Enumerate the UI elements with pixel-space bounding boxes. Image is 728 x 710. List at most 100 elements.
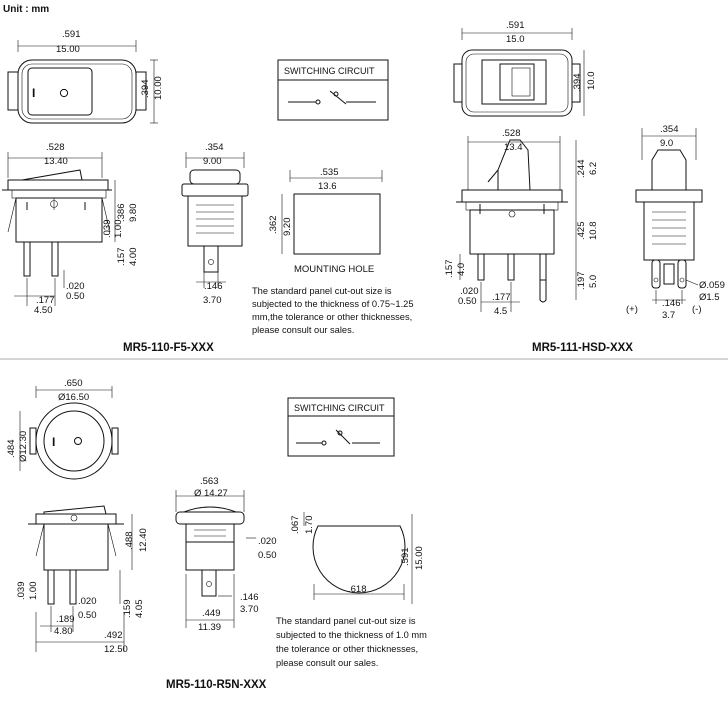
hsd-term-len-in: .157	[444, 260, 455, 279]
f5-pitch-in: .177	[36, 295, 55, 306]
f5-term-thick-in: .020	[66, 281, 85, 292]
r5n-on-symbol: I	[52, 435, 55, 449]
r5n-term-mm: 4.05	[134, 600, 145, 619]
note-top-line: The standard panel cut-out size is	[252, 286, 392, 296]
r5n-switching-circuit: SWITCHING CIRCUIT	[287, 397, 395, 457]
f5-term-thick-mm: 0.50	[66, 291, 85, 302]
hsd-term-width-mm: 3.7	[662, 310, 675, 321]
note-bottom-line: please consult our sales.	[276, 658, 378, 668]
hsd-pitch-in: .177	[492, 292, 511, 303]
hsd-actuator-mm: 6.2	[588, 162, 599, 175]
r5n-p1-in: .189	[56, 614, 75, 625]
f5-height-in: .394	[140, 80, 151, 99]
hsd-body-in: .528	[502, 128, 521, 139]
hsd-width-mm: 15.0	[506, 34, 525, 45]
hsd-term-thick-mm: 0.50	[458, 296, 477, 307]
hsd-term-width-in: .146	[662, 298, 681, 309]
note-bottom-line: the tolerance or other thicknesses,	[276, 644, 418, 654]
f5-side-view: .354 9.00 .146 3.70	[181, 142, 249, 306]
model-title-r5n: MR5-110-R5N-XXX	[166, 679, 267, 691]
r5n-p1-mm: 4.80	[54, 626, 73, 637]
hsd-term-len-mm: 4.0	[456, 263, 467, 276]
f5-flange-in: .039	[102, 220, 113, 239]
r5n-p2-in: .492	[104, 630, 123, 641]
f5-off-symbol	[59, 88, 69, 98]
r5n-tt-in: .020	[78, 596, 97, 607]
hsd-top-view: .591 15.0 .394 10.0	[453, 20, 597, 117]
note-bottom-line: The standard panel cut-out size is	[276, 616, 416, 626]
note-bottom-line: subjected to the thickness of 1.0 mm	[276, 630, 427, 640]
hsd-term-thick-in: .020	[460, 286, 479, 297]
circuit-title-bottom: SWITCHING CIRCUIT	[294, 403, 385, 413]
f5-side-in: .354	[205, 142, 224, 153]
note-top-line: please consult our sales.	[252, 325, 354, 335]
hsd-body-mm: 13.4	[504, 142, 523, 153]
r5n-tw-in: .146	[240, 592, 259, 603]
f5-on-symbol: I	[32, 86, 35, 100]
f5-width-mm: 15.00	[56, 44, 80, 55]
mh-height-in: .362	[268, 216, 279, 235]
hsd-front-view: .528 13.4 .244 6.2 .425 10.8 .197 5.0 .1…	[444, 128, 599, 317]
f5-top-view: I .591 15.00 .394 10.00	[7, 29, 164, 124]
hsd-side-in: .354	[660, 124, 679, 135]
hsd-hole-mm: Ø1.5	[699, 292, 720, 303]
f5-terminal-in: .157	[116, 248, 127, 267]
r5n-top-view: .650 Ø16.50 I .484 Ø12.30	[6, 378, 119, 480]
f5-term-width-mm: 3.70	[203, 295, 222, 306]
f5-side-mm: 9.00	[203, 156, 222, 167]
hsd-width-in: .591	[506, 20, 525, 31]
hsd-height-mm: 10.0	[586, 72, 597, 91]
hsd-actuator-in: .244	[576, 160, 587, 179]
hsd-body-h-mm: 10.8	[588, 222, 599, 241]
r5n-cut-in: .067	[290, 516, 301, 535]
f5-body-mm: 13.40	[44, 156, 68, 167]
f5-switching-circuit: SWITCHING CIRCUIT	[277, 59, 389, 121]
f5-height-total-in: .386	[116, 204, 127, 223]
note-top-line: subjected to the thickness of 0.75~1.25	[252, 299, 414, 309]
r5n-cut-mm: 1.70	[304, 516, 315, 535]
f5-height-mm: 10.00	[153, 76, 164, 100]
model-title-hsd: MR5-111-HSD-XXX	[532, 342, 633, 354]
mh-width-in: .535	[320, 167, 339, 178]
r5n-cd-mm: 15.00	[414, 546, 425, 570]
r5n-h-mm: Ø12.30	[18, 431, 29, 462]
r5n-side-mm: Ø 14.27	[194, 488, 228, 499]
hsd-side-mm: 9.0	[660, 138, 673, 149]
mh-height-mm: 9.20	[282, 218, 293, 237]
hsd-pitch-mm: 4.5	[494, 306, 507, 317]
r5n-side-in: .563	[200, 476, 219, 487]
hsd-minus-label: (-)	[692, 304, 702, 315]
r5n-bh-mm: 12.40	[138, 528, 149, 552]
f5-front-view: .528 13.40 .386 9.80 .039 1.00 .157 4.00…	[2, 142, 139, 316]
f5-width-in: .591	[62, 29, 81, 40]
mh-width-mm: 13.6	[318, 181, 337, 192]
f5-pitch-mm: 4.50	[34, 305, 53, 316]
r5n-side-view: .563 Ø 14.27 .020 0.50 .146 3.70 .449 11…	[175, 476, 277, 633]
f5-body-in: .528	[46, 142, 65, 153]
hsd-body-h-in: .425	[576, 222, 587, 241]
r5n-p2-mm: 12.50	[104, 644, 128, 655]
note-top: The standard panel cut-out size is subje…	[252, 286, 414, 335]
r5n-panel-cutout: .067 1.70 .591 15.00 .618	[290, 512, 425, 604]
r5n-cw-in: .618	[348, 584, 367, 595]
r5n-h-in: .484	[6, 440, 17, 459]
hsd-hole-in: Ø.059	[699, 280, 725, 291]
note-top-line: mm,the tolerance or other thicknesses,	[252, 312, 412, 322]
mounting-hole-label: MOUNTING HOLE	[294, 264, 374, 275]
r5n-stt-in: .020	[258, 536, 277, 547]
r5n-bw-in: .449	[202, 608, 221, 619]
f5-term-width-in: .146	[204, 281, 223, 292]
r5n-bw-mm: 11.39	[198, 622, 221, 633]
r5n-dia-mm: Ø16.50	[58, 392, 89, 403]
model-title-f5: MR5-110-F5-XXX	[123, 342, 214, 354]
f5-height-total-mm: 9.80	[128, 204, 139, 223]
hsd-plus-label: (+)	[626, 304, 638, 315]
f5-flange-mm: 1.00	[113, 220, 124, 239]
note-bottom: The standard panel cut-out size is subje…	[276, 616, 427, 668]
r5n-term-in: .159	[122, 600, 133, 619]
r5n-front-view: .488 12.40 .039 1.00 .020 0.50 .159 4.05…	[16, 505, 149, 655]
r5n-tt-mm: 0.50	[78, 610, 97, 621]
circuit-title-top: SWITCHING CIRCUIT	[284, 66, 375, 76]
r5n-stt-mm: 0.50	[258, 550, 277, 561]
